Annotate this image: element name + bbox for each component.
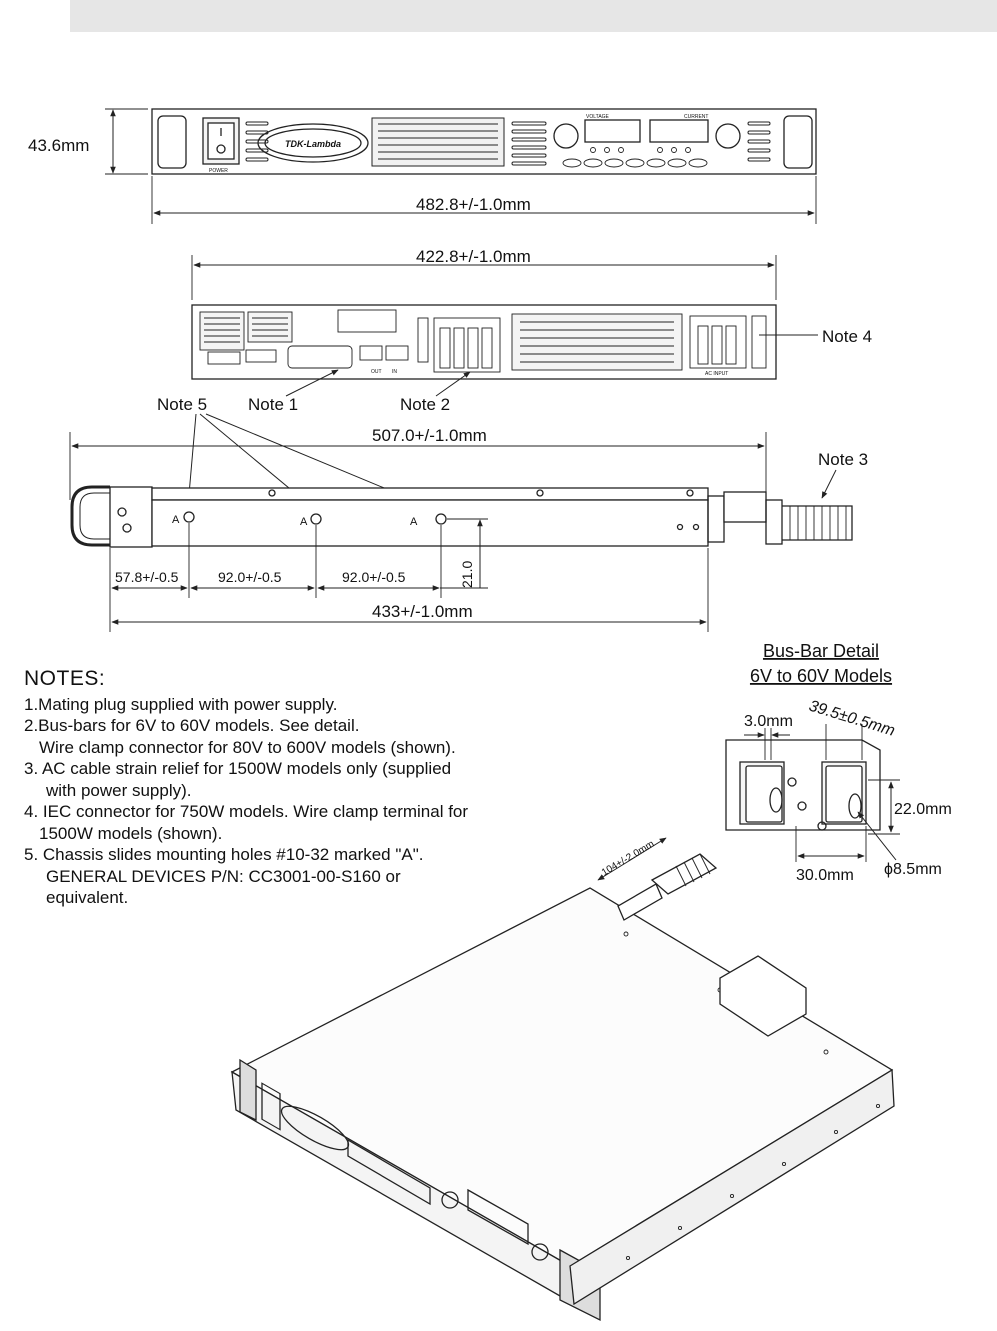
front-height-label: 43.6mm (28, 136, 89, 155)
front-view (105, 108, 817, 224)
depth-label: 433+/-1.0mm (372, 602, 473, 621)
note-line-9: GENERAL DEVICES P/N: CC3001-00-S160 or (46, 866, 401, 886)
note-line-8: 5. Chassis slides mounting holes #10-32 … (24, 845, 424, 864)
hole-height-dim: 21.0 (459, 561, 475, 588)
rear-width-label: 422.8+/-1.0mm (416, 247, 531, 266)
hole2-dim: 92.0+/-0.5 (218, 569, 282, 585)
note-line-2: 2.Bus-bars for 6V to 60V models. See det… (24, 716, 360, 735)
out-label: OUT (371, 369, 382, 375)
isometric-view (230, 837, 895, 1322)
note-line-7: 1500W models (shown). (39, 823, 223, 843)
note-line-6: 4. IEC connector for 750W models. Wire c… (24, 802, 469, 821)
note-line-4: 3. AC cable strain relief for 1500W mode… (24, 759, 452, 778)
note-line-10: equivalent. (46, 888, 129, 907)
note2-callout: Note 2 (400, 395, 450, 414)
busbar-title: Bus-Bar Detail (763, 641, 879, 661)
in-label: IN (392, 369, 397, 375)
side-length-label: 507.0+/-1.0mm (372, 426, 487, 445)
current-label: CURRENT (684, 114, 708, 120)
hole-a-2: A (300, 516, 308, 528)
power-label: POWER (209, 168, 228, 174)
front-width-label: 482.8+/-1.0mm (416, 195, 531, 214)
note4-callout: Note 4 (822, 327, 872, 346)
side-view (69, 413, 853, 632)
note5-callout: Note 5 (157, 395, 207, 414)
busbar-drawing (725, 724, 900, 862)
busbar-width: 30.0mm (796, 867, 854, 884)
note-line-1: 1.Mating plug supplied with power supply… (24, 694, 338, 714)
note1-callout: Note 1 (248, 395, 298, 414)
notes-block: NOTES: 1.Mating plug supplied with power… (24, 668, 584, 909)
notes-title: NOTES: (24, 667, 106, 690)
busbar-subtitle: 6V to 60V Models (750, 666, 892, 686)
hole-a-3: A (410, 516, 418, 528)
busbar-thickness: 3.0mm (744, 713, 793, 730)
ac-input-label: AC INPUT (705, 371, 728, 377)
note-line-3: Wire clamp connector for 80V to 600V mod… (39, 737, 456, 757)
busbar-spacing: 39.5±0.5mm (807, 698, 897, 740)
rear-view (191, 255, 818, 397)
hole3-dim: 92.0+/-0.5 (342, 569, 406, 585)
header-bar (70, 0, 997, 32)
busbar-height: 22.0mm (894, 801, 952, 818)
cable-length-dim: 104+/-2.0mm (600, 839, 656, 879)
voltage-label: VOLTAGE (586, 114, 610, 120)
note-line-5: with power supply). (46, 780, 192, 800)
note3-callout: Note 3 (818, 450, 868, 469)
hole-a-1: A (172, 514, 180, 526)
brand-logo-text: TDK-Lambda (285, 139, 341, 149)
busbar-hole-dia: ϕ8.5mm (884, 861, 942, 878)
hole1-dim: 57.8+/-0.5 (115, 569, 179, 585)
